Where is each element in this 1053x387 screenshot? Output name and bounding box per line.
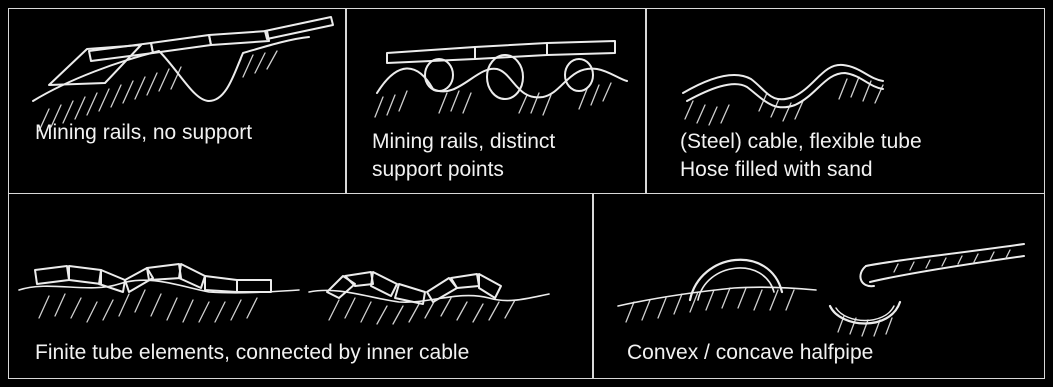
rail-segments [48,16,334,86]
concave-halfpipe-inner [835,305,895,322]
tube-elements-left [34,263,272,293]
concave-halfpipe [828,300,902,325]
convex-halfpipe-inner [697,267,775,301]
panel-finite-tube-elements: Finite tube elements, connected by inner… [8,193,593,379]
rail-segments [386,40,616,64]
terrain-hatching [374,82,612,118]
halfpipe-channel-lower [869,255,1025,283]
panel-mining-rails-support-points: Mining rails, distinct support points [346,8,646,194]
panel-convex-concave-halfpipe: Convex / concave halfpipe [593,193,1045,379]
tube-elements-right [326,271,502,305]
support-points [424,54,594,100]
panel-mining-rails-no-support: Mining rails, no support [8,8,346,194]
caption-convex-concave-halfpipe: Convex / concave halfpipe [627,341,874,364]
terrain-outline [32,36,310,102]
caption-mining-rails-no-support: Mining rails, no support [35,121,253,144]
flexible-tube-lower [686,72,884,109]
caption-steel-cable-line1: (Steel) cable, flexible tube [680,130,922,153]
terrain-hatching [684,76,884,126]
halfpipe-channel-upper [865,243,1025,267]
terrain-hatching [625,287,893,337]
terrain-hatching [38,289,516,325]
caption-mining-rails-support-line1: Mining rails, distinct [372,130,556,153]
sketch-mining-rails-no-support [32,16,334,132]
caption-steel-cable-line2: Hose filled with sand [680,158,873,181]
terrain-outline [376,67,628,99]
halfpipe-channel-end [859,265,875,288]
sketch-flexible-tube [682,63,884,126]
sketch-mining-rails-support-points [374,40,628,118]
channel-hatching [893,249,1011,273]
convex-halfpipe-outer [688,258,784,302]
terrain-outline [617,286,817,307]
caption-mining-rails-support-line2: support points [372,158,504,181]
terrain-outline-left [18,279,300,294]
sketch-halfpipe [617,243,1025,337]
flexible-tube-upper [682,63,884,101]
terrain-outline-right [308,289,550,303]
panel-steel-cable-flexible-tube: (Steel) cable, flexible tube Hose filled… [646,8,1045,194]
caption-finite-tube-elements: Finite tube elements, connected by inner… [35,341,470,364]
sketch-finite-tube-elements [18,263,550,325]
